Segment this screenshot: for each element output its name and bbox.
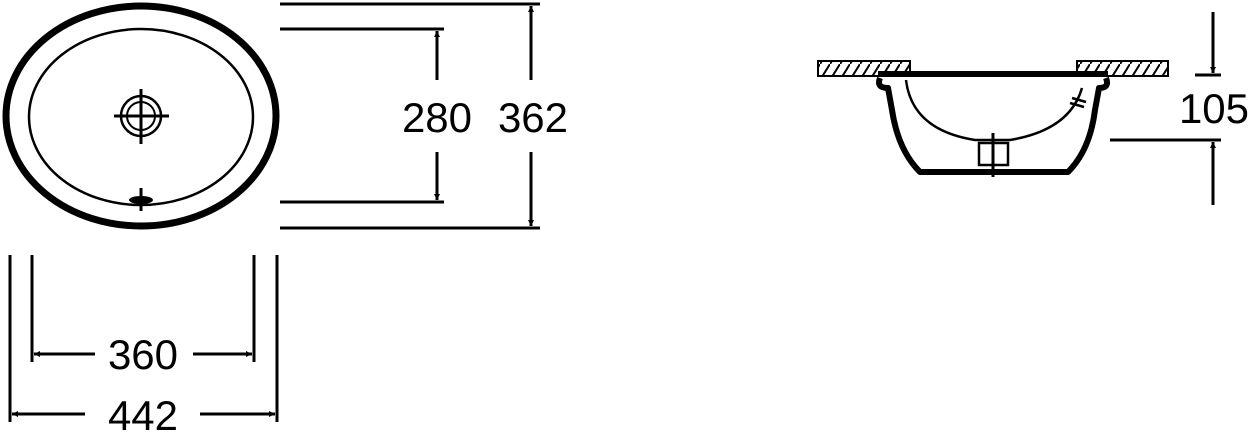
basin-outer-rim [2, 2, 280, 230]
dimension-depth [280, 2, 540, 230]
basin-section [876, 71, 1111, 177]
dimension-width [8, 255, 279, 422]
dimension-height [1110, 12, 1221, 205]
dimension-label-360: 360 [108, 331, 178, 378]
side-view: 105 [817, 12, 1249, 205]
dimension-label-280: 280 [402, 94, 472, 141]
top-view: 280 362 360 442 [2, 2, 568, 439]
dimension-label-105: 105 [1179, 85, 1249, 132]
drain-icon [114, 89, 169, 144]
dimension-label-362: 362 [498, 94, 568, 141]
overflow-icon [129, 188, 153, 211]
dimension-label-442: 442 [108, 392, 178, 439]
